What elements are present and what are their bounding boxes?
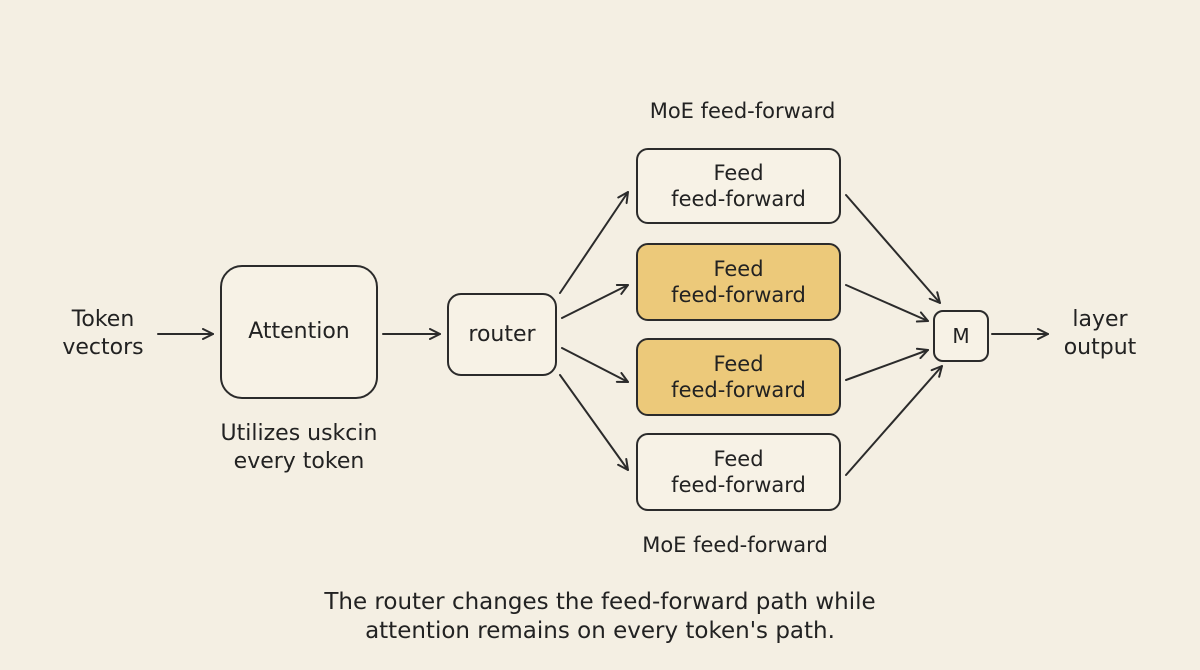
- router-block: router: [447, 293, 557, 376]
- output-label: layer output: [1050, 306, 1150, 361]
- expert-2-line-1: Feed: [713, 256, 764, 281]
- moe-bottom-label: MoE feed-forward: [642, 533, 828, 557]
- expert-1: Feed feed-forward: [636, 148, 841, 224]
- moe-top-label: MoE feed-forward: [649, 99, 836, 123]
- arrow-expert-3-to-merge: [845, 347, 929, 381]
- output-label-line-2: output: [1063, 334, 1137, 360]
- expert-2-line-2: feed-forward: [671, 283, 806, 307]
- attention-block: Attention: [220, 265, 378, 399]
- input-label-line-2: vectors: [62, 334, 144, 360]
- attention-label: Attention: [248, 319, 350, 345]
- router-label: router: [468, 321, 536, 347]
- attention-note-line-2: every token: [233, 448, 365, 474]
- expert-4-line-1: Feed: [713, 446, 764, 471]
- arrow-expert-2-to-merge: [845, 284, 929, 323]
- input-label: Token vectors: [48, 306, 158, 361]
- merge-node: M: [933, 310, 989, 362]
- expert-1-line-1: Feed: [713, 160, 764, 185]
- expert-3-line-2: feed-forward: [671, 378, 806, 402]
- output-label-line-1: layer: [1072, 307, 1128, 332]
- attention-note-line-1: Utilizes uskcin: [220, 421, 378, 446]
- arrow-expert-4-to-merge: [845, 365, 943, 476]
- caption-line-1: The router changes the feed-forward path…: [324, 589, 876, 615]
- attention-note: Utilizes uskcin every token: [186, 420, 412, 475]
- expert-4: Feed feed-forward: [636, 433, 841, 511]
- arrow-router-to-expert-4: [559, 374, 629, 471]
- caption-line-2: attention remains on every token's path.: [365, 617, 835, 644]
- arrow-router-to-expert-3: [561, 347, 629, 383]
- input-label-line-1: Token: [71, 307, 135, 332]
- merge-label: M: [952, 323, 970, 348]
- expert-1-line-2: feed-forward: [671, 187, 806, 211]
- expert-3-line-1: Feed: [713, 351, 764, 376]
- expert-3-active: Feed feed-forward: [636, 338, 841, 416]
- caption: The router changes the feed-forward path…: [200, 588, 1000, 646]
- expert-4-line-2: feed-forward: [671, 473, 806, 497]
- arrow-router-to-expert-2: [561, 284, 629, 319]
- expert-2-active: Feed feed-forward: [636, 243, 841, 321]
- arrow-router-to-expert-1: [559, 191, 629, 294]
- arrow-expert-1-to-merge: [845, 194, 941, 304]
